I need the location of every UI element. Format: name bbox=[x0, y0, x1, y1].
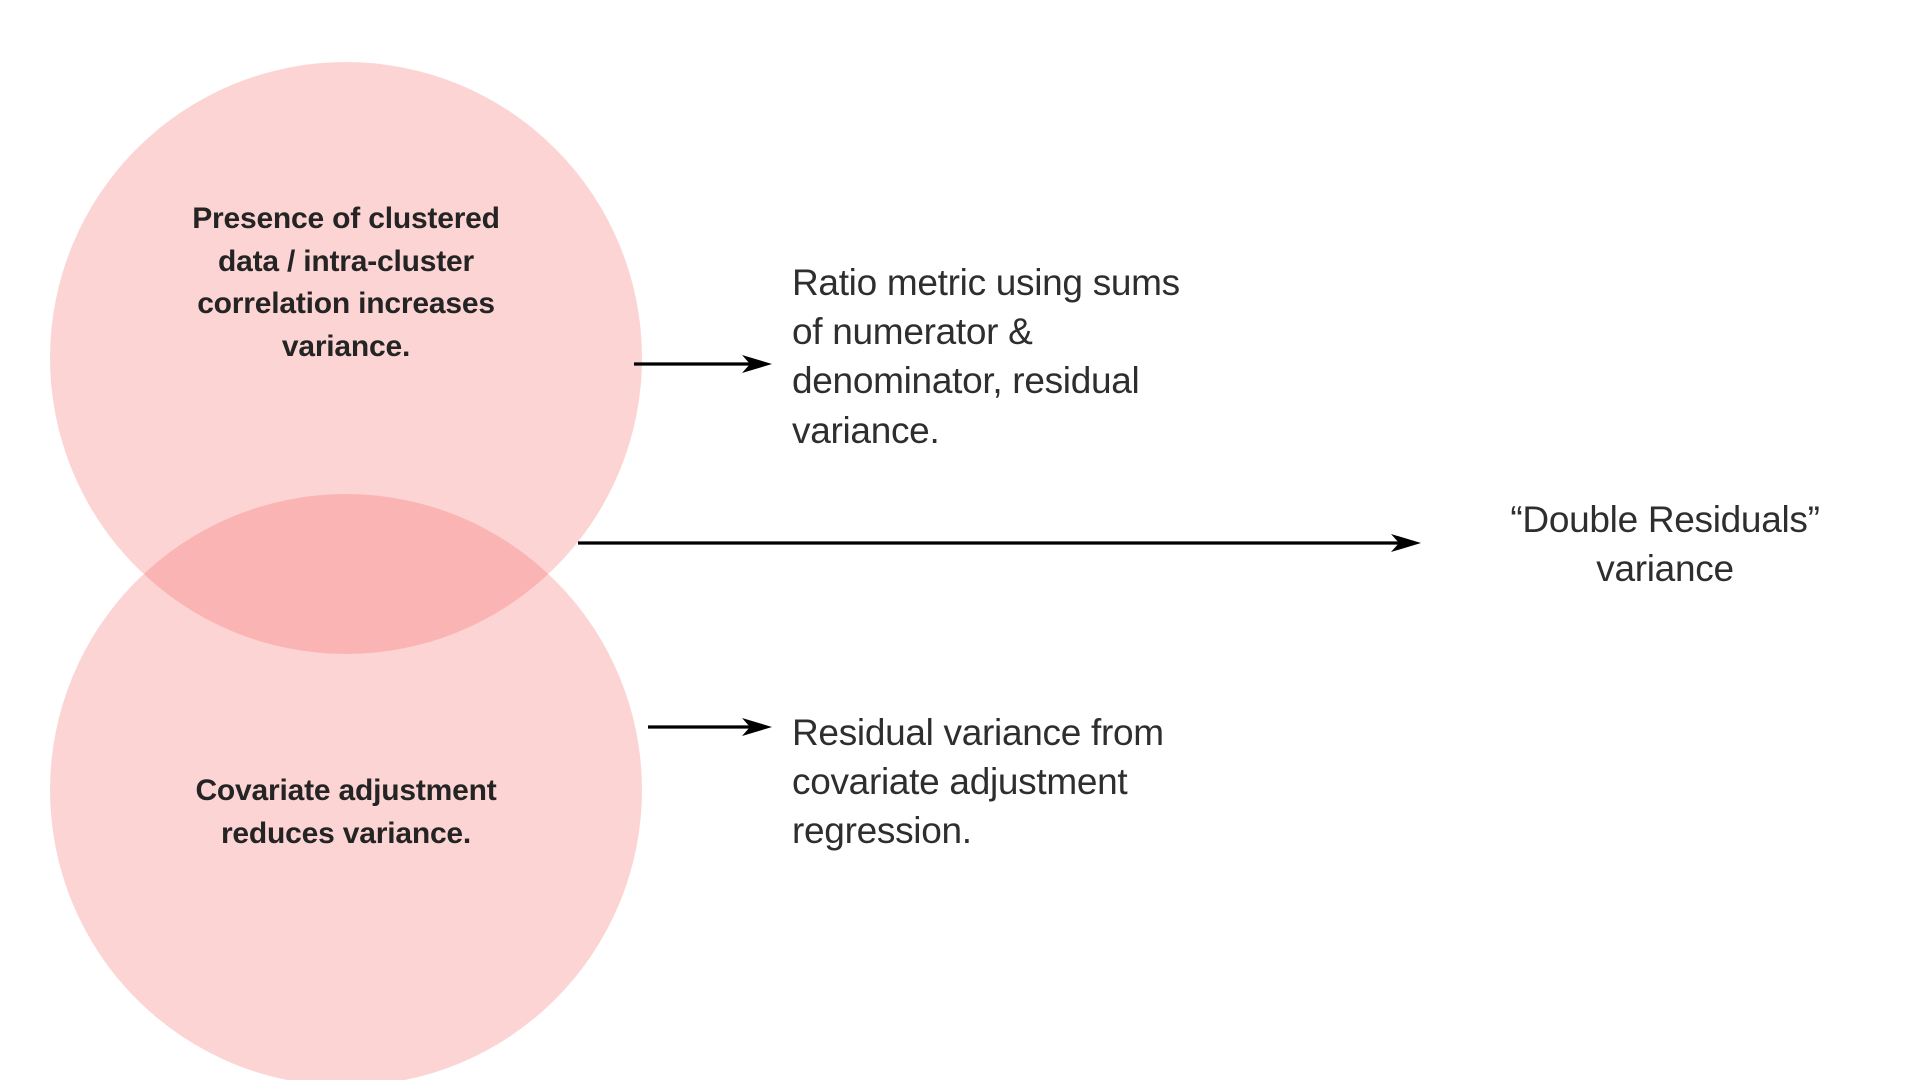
callout-top-text: Ratio metric using sums of numerator & d… bbox=[792, 262, 1180, 451]
double-residuals-variance-label: “Double Residuals” variance bbox=[1510, 499, 1820, 590]
callout-bottom-text: Residual variance from covariate adjustm… bbox=[792, 712, 1164, 852]
arrow-bottom-icon bbox=[648, 718, 772, 736]
arrow-top-icon bbox=[634, 355, 772, 373]
arrow-middle-long-icon bbox=[578, 534, 1421, 552]
clustered-data-circle-label: Presence of clustered data / intra-clust… bbox=[192, 202, 500, 363]
covariate-adjustment-circle-label: Covariate adjustment reduces variance. bbox=[195, 774, 497, 850]
